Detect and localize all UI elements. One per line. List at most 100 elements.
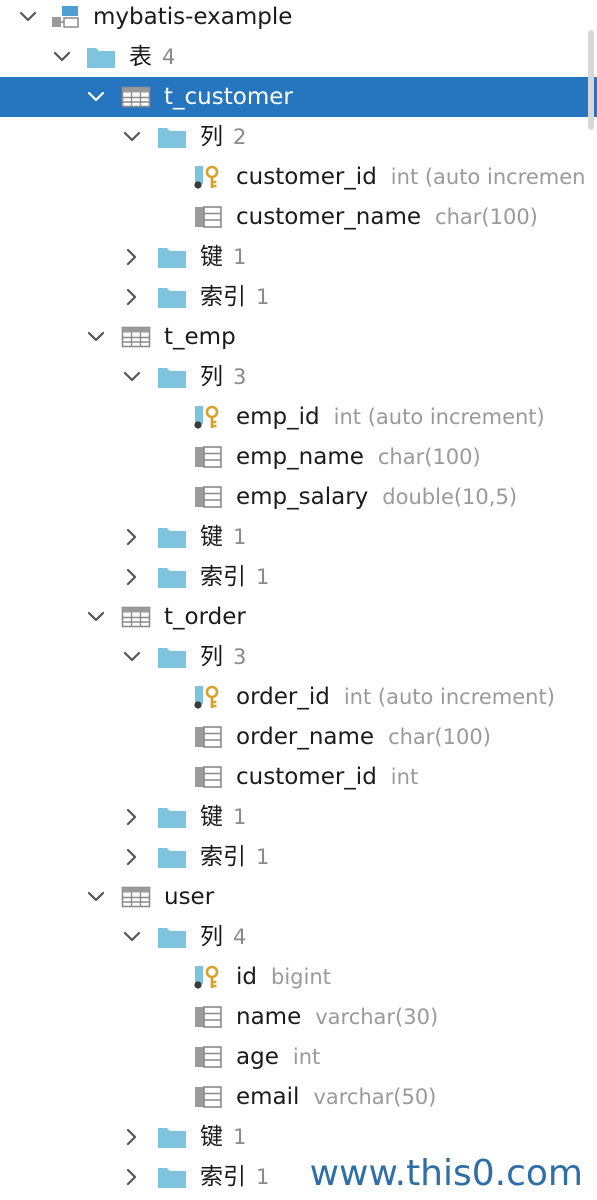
- child-count: 1: [256, 1165, 270, 1189]
- watermark: www.this0.com: [305, 1152, 587, 1196]
- chevron-right-icon[interactable]: [122, 1167, 142, 1187]
- node-name: 键: [200, 804, 223, 830]
- table-icon: [121, 85, 151, 109]
- tree-row-11[interactable]: emp_name char(100): [0, 437, 597, 477]
- chevron-right-icon[interactable]: [122, 847, 142, 867]
- folder-icon: [157, 285, 187, 309]
- table-icon: [121, 885, 151, 909]
- column-type: int: [390, 765, 419, 789]
- primary-key-column-icon: [193, 405, 223, 429]
- chevron-down-icon[interactable]: [18, 7, 38, 27]
- chevron-down-icon[interactable]: [86, 87, 106, 107]
- column-type: int (auto increment): [343, 685, 555, 709]
- table-icon: [121, 605, 151, 629]
- node-name: id: [236, 964, 257, 990]
- tree-row-0[interactable]: mybatis-example: [0, 0, 597, 37]
- tree-row-8[interactable]: t_emp: [0, 317, 597, 357]
- chevron-down-icon[interactable]: [122, 367, 142, 387]
- node-name: email: [236, 1084, 300, 1110]
- tree-row-22[interactable]: user: [0, 877, 597, 917]
- column-type: varchar(30): [315, 1005, 439, 1029]
- chevron-down-icon[interactable]: [86, 327, 106, 347]
- node-name: t_customer: [164, 84, 293, 110]
- child-count: 1: [256, 565, 270, 589]
- chevron-down-icon[interactable]: [122, 647, 142, 667]
- node-label: name varchar(30): [236, 997, 438, 1037]
- folder-icon: [157, 365, 187, 389]
- child-count: 1: [233, 805, 247, 829]
- tree-row-21[interactable]: 索引 1: [0, 837, 597, 877]
- child-count: 1: [256, 845, 270, 869]
- chevron-down-icon[interactable]: [122, 927, 142, 947]
- vertical-scrollbar[interactable]: [588, 30, 594, 130]
- tree-row-24[interactable]: id bigint: [0, 957, 597, 997]
- chevron-down-icon[interactable]: [86, 607, 106, 627]
- chevron-right-icon[interactable]: [122, 807, 142, 827]
- child-count: 3: [233, 645, 247, 669]
- folder-icon: [157, 925, 187, 949]
- node-name: name: [236, 1004, 302, 1030]
- column-type: char(100): [377, 445, 481, 469]
- node-name: emp_name: [236, 444, 364, 470]
- tree-row-14[interactable]: 索引 1: [0, 557, 597, 597]
- folder-icon: [157, 245, 187, 269]
- child-count: 1: [233, 245, 247, 269]
- tree-row-15[interactable]: t_order: [0, 597, 597, 637]
- chevron-right-icon[interactable]: [122, 527, 142, 547]
- chevron-down-icon[interactable]: [52, 47, 72, 67]
- primary-key-column-icon: [193, 965, 223, 989]
- chevron-right-icon[interactable]: [122, 287, 142, 307]
- node-name: 键: [200, 524, 223, 550]
- node-label: mybatis-example: [93, 0, 292, 37]
- chevron-right-icon[interactable]: [122, 1127, 142, 1147]
- node-label: user: [164, 877, 214, 917]
- node-name: 索引: [200, 284, 246, 310]
- node-name: order_name: [236, 724, 375, 750]
- tree-row-25[interactable]: name varchar(30): [0, 997, 597, 1037]
- node-name: customer_id: [236, 164, 377, 190]
- node-name: 索引: [200, 564, 246, 590]
- node-name: 键: [200, 1124, 223, 1150]
- chevron-down-icon[interactable]: [86, 887, 106, 907]
- tree-row-2[interactable]: t_customer: [0, 77, 597, 117]
- node-name: user: [164, 884, 215, 910]
- column-icon: [193, 1045, 223, 1069]
- node-name: 索引: [200, 844, 246, 870]
- child-count: 1: [233, 1125, 247, 1149]
- child-count: 1: [233, 525, 247, 549]
- child-count: 4: [233, 925, 247, 949]
- folder-icon: [157, 525, 187, 549]
- chevron-right-icon[interactable]: [122, 247, 142, 267]
- chevron-right-icon[interactable]: [122, 567, 142, 587]
- column-type: bigint: [271, 965, 331, 989]
- chevron-down-icon[interactable]: [122, 127, 142, 147]
